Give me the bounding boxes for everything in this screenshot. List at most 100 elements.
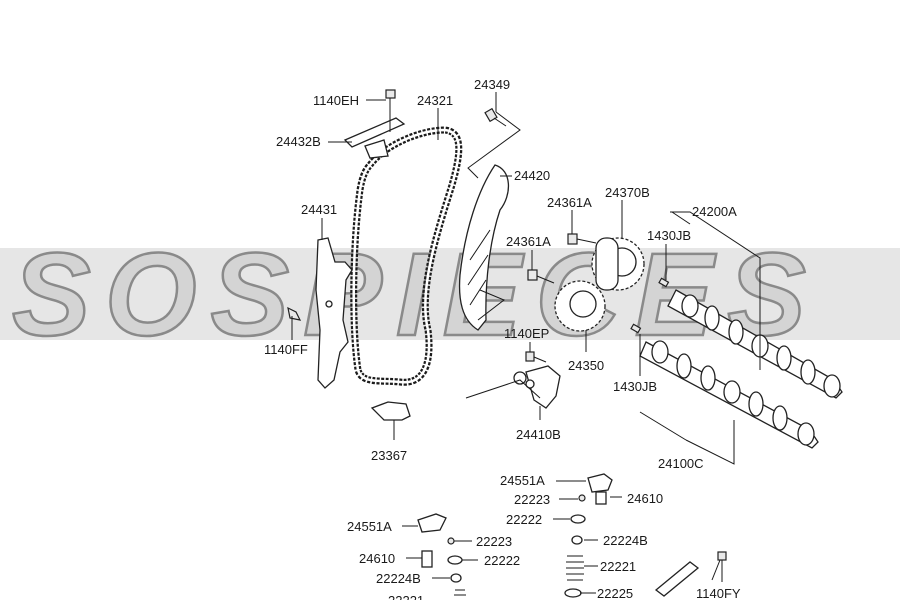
chain-guide-upper bbox=[343, 117, 406, 159]
label-22222-left: 22222 bbox=[484, 553, 520, 568]
camshaft-intake bbox=[667, 289, 843, 399]
valve-train-left bbox=[417, 513, 466, 596]
lash-adjuster bbox=[421, 550, 433, 568]
label-24431: 24431 bbox=[301, 202, 337, 217]
label-24610-right: 24610 bbox=[627, 491, 663, 506]
lobe bbox=[748, 391, 764, 417]
bolt-head bbox=[717, 551, 727, 561]
label-24551A-left: 24551A bbox=[347, 519, 392, 534]
stem-seal bbox=[571, 535, 583, 545]
stem-seal bbox=[450, 573, 462, 583]
arm-ribs bbox=[467, 229, 491, 306]
lobe bbox=[800, 359, 816, 385]
guide-rail bbox=[343, 117, 406, 148]
label-24349: 24349 bbox=[474, 77, 510, 92]
label-24361A-top: 24361A bbox=[547, 195, 592, 210]
lobe bbox=[704, 305, 720, 331]
label-1140EH: 1140EH bbox=[313, 93, 359, 108]
journal bbox=[651, 340, 669, 364]
cam-sprocket-intake bbox=[591, 237, 645, 291]
label-24200A: 24200A bbox=[692, 204, 737, 219]
label-1430JB-top: 1430JB bbox=[647, 228, 691, 243]
label-24361A-mid: 24361A bbox=[506, 234, 551, 249]
bolt-shank bbox=[533, 356, 547, 363]
bolt-head bbox=[525, 351, 535, 362]
journal bbox=[723, 380, 741, 404]
part-23367 bbox=[370, 401, 411, 421]
bolt-head bbox=[287, 306, 302, 321]
label-1140FF: 1140FF bbox=[264, 342, 308, 357]
retainer-key bbox=[578, 494, 586, 502]
label-1140FY: 1140FY bbox=[696, 586, 741, 600]
label-24610-left: 24610 bbox=[359, 551, 395, 566]
label-22225: 22225 bbox=[597, 586, 633, 600]
dowel-pin-top bbox=[658, 277, 670, 288]
label-1430JB-mid: 1430JB bbox=[613, 379, 657, 394]
part-body bbox=[370, 401, 411, 421]
bolt-1140eh bbox=[385, 89, 396, 118]
camshaft-exhaust bbox=[639, 340, 819, 449]
label-22221-right: 22221 bbox=[600, 559, 636, 574]
label-22224B-left: 22224B bbox=[376, 571, 421, 586]
bolt-shank bbox=[493, 117, 507, 127]
bolt-shank bbox=[576, 238, 597, 244]
bolt-24349 bbox=[484, 107, 507, 127]
journal bbox=[797, 422, 815, 446]
label-23367: 23367 bbox=[371, 448, 407, 463]
label-24100C: 24100C bbox=[658, 456, 704, 471]
timing-chain bbox=[350, 126, 463, 386]
bolt-head bbox=[385, 89, 396, 99]
tensioner-arm bbox=[458, 164, 510, 331]
sensor-body bbox=[654, 561, 700, 597]
lobe bbox=[772, 405, 788, 431]
lobe bbox=[728, 319, 744, 345]
dowel-pin-mid bbox=[630, 323, 642, 334]
label-1140EP: 1140EP bbox=[504, 326, 549, 341]
spring-retainer bbox=[570, 514, 586, 524]
chain-guide-side bbox=[315, 237, 353, 389]
bolt-shank bbox=[536, 275, 555, 284]
lash-adjuster bbox=[595, 491, 607, 505]
rocker-arm bbox=[587, 473, 613, 493]
label-22223-right: 22223 bbox=[514, 492, 550, 507]
label-24432B: 24432B bbox=[276, 134, 321, 149]
sprocket-rim bbox=[595, 237, 619, 291]
lobe bbox=[676, 353, 692, 379]
bolt-head bbox=[527, 269, 538, 281]
cam-sprocket-exhaust bbox=[554, 280, 606, 332]
sensor-1140fy bbox=[654, 551, 727, 597]
chain-tensioner bbox=[513, 365, 561, 409]
lobe bbox=[776, 345, 792, 371]
label-22224B-right: 22224B bbox=[603, 533, 648, 548]
spring-seat bbox=[564, 588, 582, 598]
arm-body bbox=[458, 164, 510, 331]
watermark-band bbox=[0, 248, 900, 340]
guide-body bbox=[315, 237, 353, 389]
journal bbox=[823, 374, 841, 398]
sprocket-inner bbox=[569, 290, 597, 318]
label-24321: 24321 bbox=[417, 93, 453, 108]
label-22221-left: 22221 bbox=[388, 593, 424, 600]
bolt-1140ff bbox=[287, 306, 302, 321]
bolt-head bbox=[567, 233, 578, 245]
watermark-text: SOSPIECES bbox=[12, 229, 820, 361]
retainer-key bbox=[447, 537, 455, 545]
guide-bracket bbox=[364, 139, 389, 159]
valve-spring bbox=[454, 589, 466, 596]
rocker-arm bbox=[417, 513, 447, 533]
spring-retainer bbox=[447, 555, 463, 565]
valve-spring bbox=[566, 555, 584, 581]
label-24370B: 24370B bbox=[605, 185, 650, 200]
leader-lines bbox=[291, 92, 761, 594]
label-22222-right: 22222 bbox=[506, 512, 542, 527]
label-24420: 24420 bbox=[514, 168, 550, 183]
bolt-shank bbox=[711, 559, 721, 581]
label-24410B: 24410B bbox=[516, 427, 561, 442]
guide-hole bbox=[325, 300, 333, 308]
journal bbox=[681, 294, 699, 318]
tensioner-seal bbox=[525, 379, 535, 389]
tensioner-oring bbox=[513, 371, 527, 385]
label-24551A-right: 24551A bbox=[500, 473, 545, 488]
label-24350: 24350 bbox=[568, 358, 604, 373]
